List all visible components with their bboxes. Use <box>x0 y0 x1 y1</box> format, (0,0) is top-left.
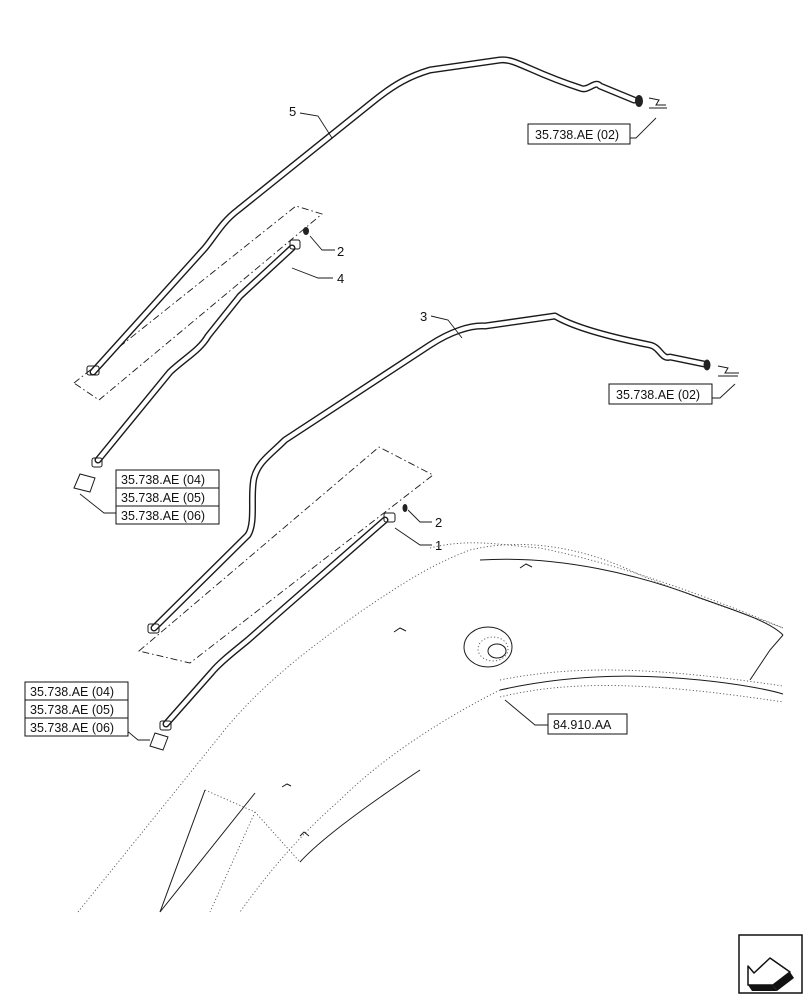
callout-1: 1 <box>435 538 442 553</box>
ref-box-lower-left-1[interactable]: 35.738.AE (04) <box>24 681 129 701</box>
ref-group-upper-left: 35.738.AE (04) 35.738.AE (05) 35.738.AE … <box>115 469 220 525</box>
ref-text: 35.738.AE (06) <box>30 721 114 735</box>
arrow-icon[interactable] <box>738 934 803 994</box>
ref-group-lower-left: 35.738.AE (04) 35.738.AE (05) 35.738.AE … <box>24 681 129 737</box>
leaders <box>79 112 736 741</box>
ref-box-upper-left-1[interactable]: 35.738.AE (04) <box>115 469 220 489</box>
pipe-4 <box>73 227 309 493</box>
boom-outline <box>77 542 784 913</box>
ref-box-upper-left-3[interactable]: 35.738.AE (06) <box>115 505 220 525</box>
ref-text: 35.738.AE (02) <box>535 128 619 142</box>
pipe-3 <box>147 312 739 634</box>
pipe-5 <box>86 56 667 376</box>
ref-box-top-right[interactable]: 35.738.AE (02) <box>527 123 631 145</box>
ref-text: 35.738.AE (02) <box>616 388 700 402</box>
frame-lower <box>138 446 434 664</box>
ref-text: 35.738.AE (04) <box>30 685 114 699</box>
ref-box-upper-left-2[interactable]: 35.738.AE (05) <box>115 487 220 507</box>
callout-2-lower: 2 <box>435 515 442 530</box>
ref-text: 35.738.AE (04) <box>121 473 205 487</box>
pipe-1 <box>149 504 408 751</box>
ref-text: 35.738.AE (05) <box>30 703 114 717</box>
callout-2-upper: 2 <box>337 244 344 259</box>
callout-4: 4 <box>337 271 344 286</box>
callout-3: 3 <box>420 309 427 324</box>
ref-box-lower-left-2[interactable]: 35.738.AE (05) <box>24 699 129 719</box>
ref-text: 84.910.AA <box>553 718 612 732</box>
callout-5: 5 <box>289 104 296 119</box>
ref-box-boom[interactable]: 84.910.AA <box>547 713 628 735</box>
ref-box-mid-right[interactable]: 35.738.AE (02) <box>608 383 713 405</box>
ref-text: 35.738.AE (06) <box>121 509 205 523</box>
frame-upper <box>73 205 323 401</box>
ref-box-lower-left-3[interactable]: 35.738.AE (06) <box>24 717 129 737</box>
ref-text: 35.738.AE (05) <box>121 491 205 505</box>
